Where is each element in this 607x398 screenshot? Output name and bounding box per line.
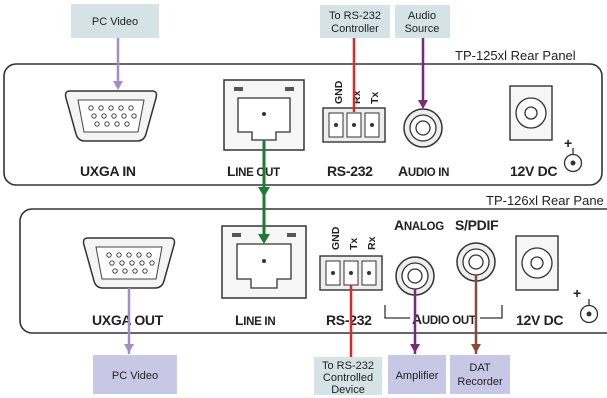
panel2-caption: TP-126xl Rear Pane [486,193,604,208]
svg-text:Audio: Audio [408,10,436,22]
audio-in-label: AUDIO IN [398,163,449,179]
audio-out-label: AUDIO OUT [412,311,476,327]
tx-pin-label-2: Tx [348,238,360,250]
tag-dat-recorder: DAT Recorder [450,355,510,394]
tx-pin-label: Tx [369,92,381,104]
rs232-label-2: RS-232 [326,312,372,328]
gnd-pin-label-2: GND [330,226,342,250]
line-out-rj45-port[interactable] [223,79,305,151]
analog-rca-jack[interactable] [395,256,435,296]
svg-text:Source: Source [405,23,440,35]
line-in-label: LINE IN [235,312,276,328]
svg-text:PC Video: PC Video [92,16,138,28]
plus-sign: + [564,135,572,151]
audio-cable-top [418,38,428,109]
svg-text:Controller: Controller [331,23,379,35]
svg-text:AUDIO OUT: AUDIO OUT [412,311,476,327]
tag-rs232-controlled-device: To RS-232 Controlled Device [314,357,382,396]
audio-out-bracket [384,305,503,319]
panel1-caption: TP-125xl Rear Panel [455,48,576,63]
polarity-icon-2 [579,299,599,324]
svg-text:LINE OUT: LINE OUT [227,163,280,179]
line-out-label: LINE OUT [227,163,280,179]
spdif-label: S/PDIF [455,217,499,233]
rs232-terminal-block-2[interactable] [319,255,383,291]
lan-cable [258,140,270,244]
spdif-rca-jack[interactable] [456,242,496,282]
video-cable-top [113,38,123,90]
svg-text:PC Video: PC Video [112,370,158,382]
rx-pin-label-2: Rx [366,236,378,250]
svg-text:Controlled: Controlled [323,372,373,384]
power-jack-2[interactable] [515,235,559,291]
tag-audio-source: Audio Source [395,5,450,38]
svg-text:AUDIO IN: AUDIO IN [398,163,449,179]
svg-text:LINE IN: LINE IN [235,312,275,328]
rs232-terminal-block[interactable] [322,107,386,143]
svg-text:Recorder: Recorder [457,376,503,388]
svg-text:DAT: DAT [469,362,490,374]
power-label: 12V DC [510,163,557,179]
power-label-2: 12V DC [516,312,563,328]
svg-text:Amplifier: Amplifier [396,370,439,382]
svg-text:To RS-232: To RS-232 [329,10,381,22]
tag-rs232-controller: To RS-232 Controller [320,5,390,38]
polarity-icon [563,148,583,173]
spdif-audio-cable [471,275,481,354]
uxga-in-connector[interactable] [64,90,158,142]
rs232-label: RS-232 [327,163,373,179]
analog-audio-cable [410,289,420,354]
tag-pc-video-top: PC Video [71,4,159,38]
tag-amplifier: Amplifier [388,355,446,394]
svg-text:To RS-232: To RS-232 [322,360,374,372]
svg-text:ANALOG: ANALOG [394,217,444,233]
audio-in-rca-jack[interactable] [403,108,443,148]
svg-text:Device: Device [331,384,365,396]
tag-pc-video-bottom: PC Video [93,355,177,394]
gnd-pin-label: GND [333,80,345,104]
analog-label: ANALOG [394,217,444,233]
power-jack[interactable] [509,85,553,141]
uxga-in-label: UXGA IN [80,163,136,179]
plus-sign-2: + [573,285,581,301]
uxga-out-connector[interactable] [82,237,176,289]
video-cable-bottom [124,288,134,354]
